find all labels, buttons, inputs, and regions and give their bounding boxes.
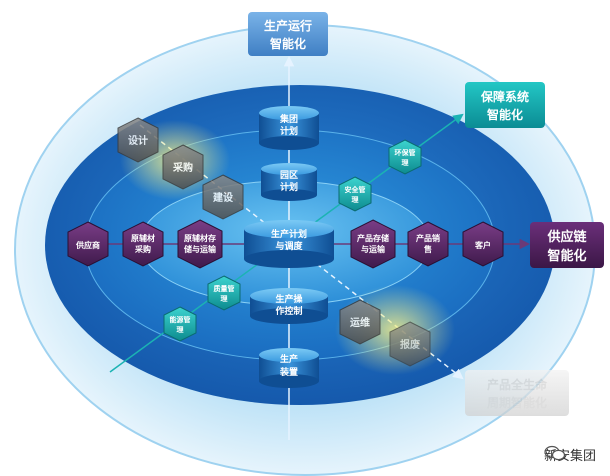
cylinder-group-plan-line1: 集团 (279, 113, 298, 125)
wechat-icon (544, 445, 566, 461)
cylinder-group-plan[interactable]: 集团 计划 (259, 106, 319, 150)
hex-raw-storage[interactable]: 原辅材存 储与运输 (177, 219, 223, 269)
hex-scrap[interactable]: 报废 (389, 321, 431, 367)
output-supply-line1: 供应链 (546, 229, 587, 245)
cylinder-production-plan-line1: 生产计划 (271, 228, 307, 240)
output-supply[interactable]: 供应链 智能化 (530, 222, 604, 268)
hex-quality[interactable]: 质量管 理 (207, 275, 241, 311)
cylinder-equipment[interactable]: 生产 装置 (259, 348, 319, 388)
cylinder-base-plan[interactable]: 园区 计划 (261, 163, 317, 201)
hex-scrap-label: 报废 (400, 338, 420, 351)
hex-customer[interactable]: 客户 (462, 221, 504, 267)
hex-safety-mgmt-line2: 理 (352, 195, 359, 204)
hex-customer-label: 客户 (474, 240, 491, 250)
hex-environment[interactable]: 环保管 理 (388, 139, 422, 175)
hex-purchase-label: 采购 (172, 161, 193, 174)
output-safety[interactable]: 保障系统 智能化 (465, 82, 545, 128)
hex-environment-line1: 环保管 (395, 148, 416, 157)
output-production-line1: 生产运行 (264, 18, 312, 33)
hex-quality-line1: 质量管 (214, 284, 235, 293)
watermark: 新安集团 (544, 445, 596, 464)
cylinder-operation-control-line2: 作控制 (275, 305, 302, 317)
hex-product-storage[interactable]: 产品存储 与运输 (350, 219, 396, 269)
cylinder-group-plan-line2: 计划 (280, 125, 298, 137)
output-production-line2: 智能化 (269, 36, 306, 51)
hex-energy-line1: 能源管 (170, 315, 191, 324)
hex-raw-purchase-line2: 采购 (134, 244, 151, 254)
cylinder-production-plan[interactable]: 生产计划 与调度 (244, 220, 334, 268)
hex-product-sales-line1: 产品销 (416, 233, 440, 243)
cylinder-equipment-line1: 生产 (280, 353, 298, 365)
cylinder-operation-control[interactable]: 生产操 作控制 (250, 288, 328, 324)
hex-build-label: 建设 (212, 191, 233, 204)
cylinder-base-plan-line1: 园区 (280, 170, 298, 181)
output-lifecycle[interactable]: 产品全生命 周期智能化 (465, 370, 569, 416)
hex-supplier[interactable]: 供应商 (67, 221, 109, 267)
output-supply-line2: 智能化 (547, 248, 586, 264)
hex-energy[interactable]: 能源管 理 (163, 306, 197, 342)
cylinder-equipment-line2: 装置 (279, 366, 298, 378)
output-lifecycle-line1: 产品全生命 (487, 377, 548, 392)
hex-raw-storage-line2: 储与运输 (183, 244, 217, 254)
hex-design[interactable]: 设计 (117, 117, 159, 163)
hex-product-storage-line1: 产品存储 (357, 233, 389, 243)
hex-build[interactable]: 建设 (202, 174, 244, 220)
hex-product-storage-line2: 与运输 (361, 244, 386, 254)
hex-supplier-label: 供应商 (75, 240, 100, 250)
hex-raw-storage-line1: 原辅材存 (184, 233, 216, 243)
hex-energy-line2: 理 (177, 325, 184, 334)
hex-environment-line2: 理 (402, 158, 409, 167)
hex-safety-mgmt-line1: 安全管 (345, 185, 366, 194)
hex-raw-purchase-line1: 原辅材 (131, 233, 155, 243)
hex-quality-line2: 理 (221, 294, 228, 303)
hex-operate-label: 运维 (350, 316, 370, 329)
cylinder-base-plan-line2: 计划 (280, 181, 298, 193)
output-safety-line2: 智能化 (486, 107, 523, 122)
output-safety-line1: 保障系统 (480, 89, 529, 104)
hex-safety-mgmt[interactable]: 安全管 理 (338, 176, 372, 212)
hex-product-sales-line2: 售 (423, 244, 432, 254)
output-production[interactable]: 生产运行 智能化 (248, 12, 328, 56)
hex-raw-purchase[interactable]: 原辅材 采购 (122, 221, 164, 267)
hex-design-label: 设计 (128, 134, 148, 147)
hex-operate[interactable]: 运维 (339, 299, 381, 345)
hex-purchase[interactable]: 采购 (162, 144, 204, 190)
hex-product-sales[interactable]: 产品销 售 (407, 221, 449, 267)
cylinder-production-plan-line2: 与调度 (275, 240, 303, 252)
cylinder-operation-control-line1: 生产操 (275, 293, 303, 305)
output-lifecycle-line2: 周期智能化 (487, 395, 547, 410)
